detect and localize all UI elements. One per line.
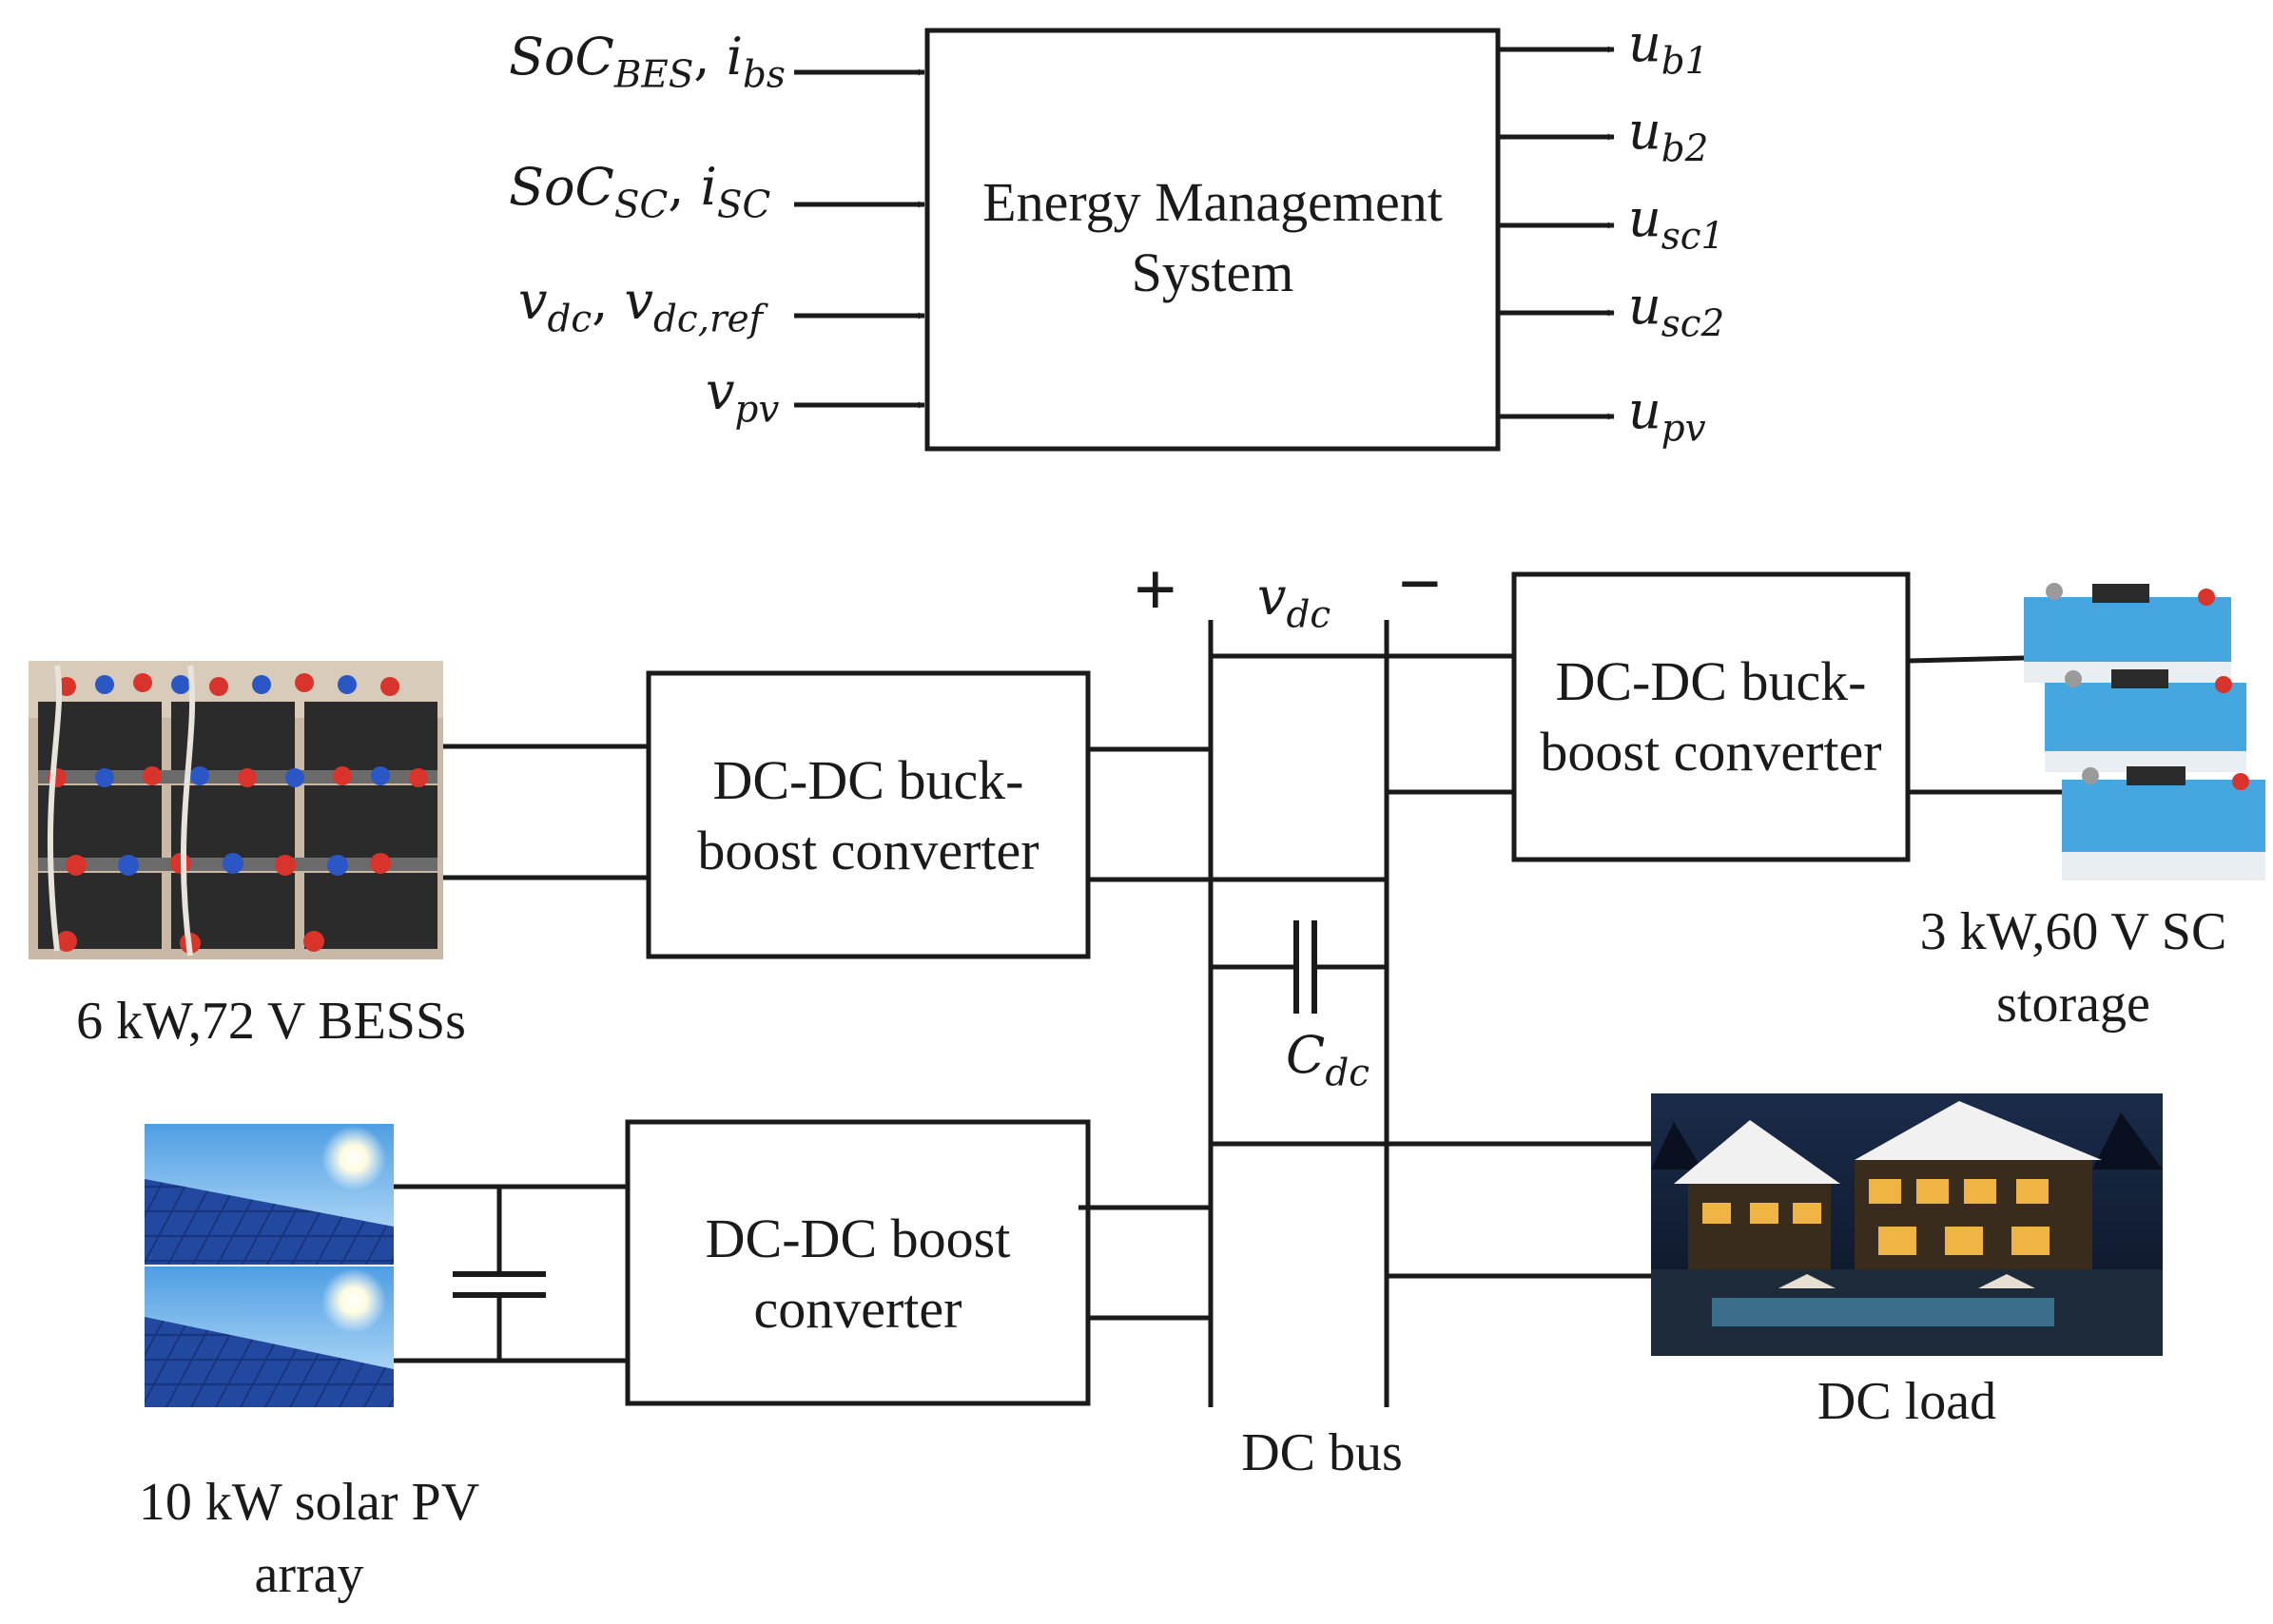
bus-minus-sign: − (1398, 543, 1442, 627)
bess-caption: 6 kW,72 V BESSs (76, 992, 466, 1051)
bus-voltage-label: vdc (1257, 567, 1331, 637)
ems-input-label-1: SoCBES, ibs (509, 27, 786, 97)
sc-converter-box (1511, 571, 1911, 862)
bes-converter-label: DC-DC buck-boost converter (697, 749, 1039, 881)
sc-converter-label: DC-DC buck-boost converter (1540, 650, 1882, 783)
bess-image (29, 661, 443, 959)
pv-converter-box (625, 1119, 1091, 1406)
ems-output-label-1: ub1 (1628, 13, 1709, 84)
dc-bus-label: DC bus (1241, 1423, 1403, 1482)
ems-input-label-4: vpv (706, 361, 780, 432)
ems-output-label-3: usc1 (1628, 188, 1725, 259)
ems-output-label-5: upv (1628, 380, 1706, 451)
sc-wire-top (1907, 655, 2025, 664)
dc-load-image (1651, 1093, 2163, 1356)
ems-output-label-4: usc2 (1628, 276, 1725, 346)
ems-output-label-2: ub2 (1628, 101, 1709, 171)
dc-load-caption: DC load (1816, 1372, 1997, 1431)
sc-storage-image (2024, 583, 2265, 880)
ems-title: Energy Management System (982, 171, 1443, 303)
ems-input-label-3: vdc, vdc,ref (518, 271, 764, 341)
cdc-label: Cdc (1286, 1025, 1370, 1095)
bus-plus-sign: + (1134, 549, 1177, 632)
ems-input-label-2: SoCSC, iSC (509, 157, 771, 227)
bes-converter-box (646, 670, 1091, 959)
pv-array-image (145, 1124, 394, 1407)
ems-box (924, 28, 1501, 452)
